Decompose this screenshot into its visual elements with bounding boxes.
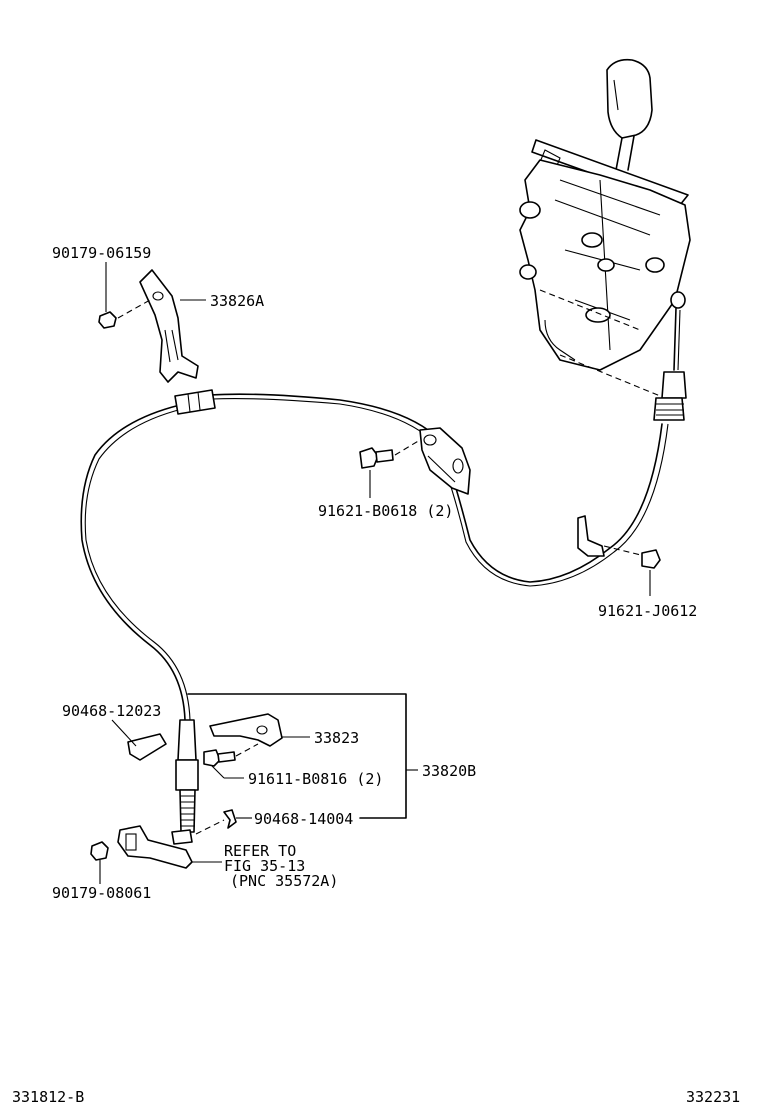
assembly-bracket-33820b bbox=[187, 693, 407, 819]
label-bolt-mid: 91621-B0618 (2) bbox=[318, 502, 453, 520]
shift-cable bbox=[80, 389, 669, 721]
label-bolt-right: 91621-J0612 bbox=[598, 602, 697, 620]
shift-lever-assembly bbox=[519, 58, 691, 399]
label-bolt-lower: 91611-B0816 (2) bbox=[248, 770, 383, 788]
label-refer-line3: (PNC 35572A) bbox=[230, 872, 338, 890]
bracket-33826a bbox=[117, 269, 199, 383]
diagram-id-right: 332231 bbox=[686, 1088, 740, 1106]
label-bracket-top: 33826A bbox=[210, 292, 264, 310]
shift-lever-arm bbox=[117, 825, 222, 869]
label-nut-top: 90179-06159 bbox=[52, 244, 151, 262]
diagram-id-left: 331812-B bbox=[12, 1088, 84, 1106]
label-nut-bottom: 90179-08061 bbox=[52, 884, 151, 902]
label-clip-lower: 90468-14004 bbox=[254, 810, 353, 828]
cable-clamp-right bbox=[577, 515, 646, 557]
label-refer-line2: FIG 35-13 bbox=[224, 857, 305, 875]
bolt-lower bbox=[203, 743, 259, 779]
cable-shifter-end bbox=[653, 291, 687, 421]
bolt-mid bbox=[359, 439, 421, 498]
label-refer-line1: REFER TO bbox=[224, 842, 296, 860]
nut-top bbox=[98, 262, 117, 329]
label-clip-left: 90468-12023 bbox=[62, 702, 161, 720]
label-bracket-lower: 33823 bbox=[314, 729, 359, 747]
clip-lower bbox=[195, 809, 252, 835]
label-assembly: 33820B bbox=[422, 762, 476, 780]
bracket-33823 bbox=[209, 713, 310, 747]
cable-bracket-mid bbox=[419, 427, 471, 495]
bolt-right bbox=[641, 549, 661, 596]
clip-left bbox=[111, 719, 167, 761]
cable-lower-end bbox=[171, 719, 199, 845]
nut-bottom bbox=[90, 841, 109, 884]
